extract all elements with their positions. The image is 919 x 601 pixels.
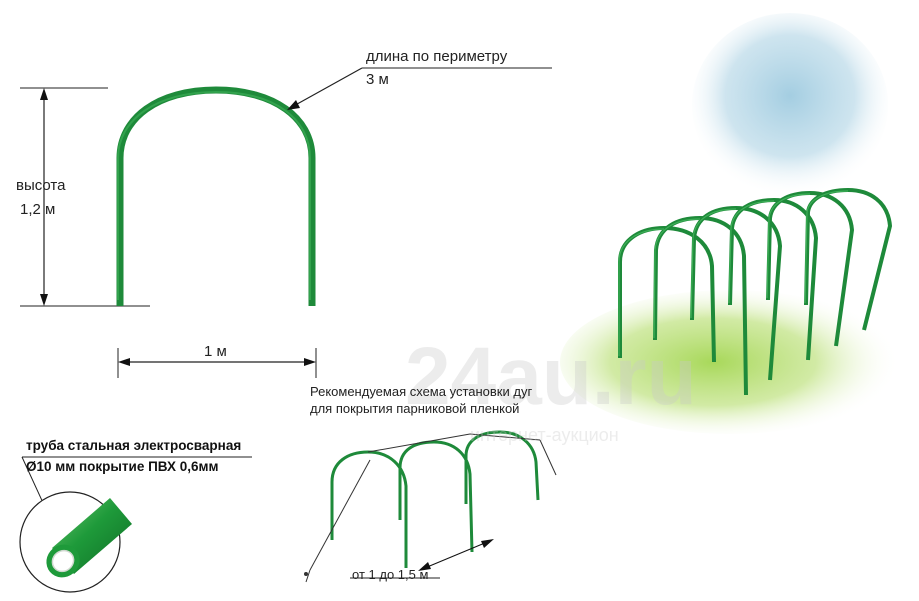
arch-tube-highlight (117, 90, 311, 300)
scheme-arches (330, 430, 540, 568)
height-value: 1,2 м (20, 201, 56, 218)
sky-circle (692, 13, 888, 197)
spacing-dimension-line (419, 539, 493, 571)
height-label: высота (16, 177, 66, 194)
watermark-small: интернет-аукцион (470, 425, 619, 445)
perimeter-leader (289, 67, 363, 109)
greenhouse-illustration (560, 13, 900, 434)
ground-stake (304, 572, 308, 576)
pipe-section-drawing (19, 456, 252, 593)
spacing-arrow-b (481, 539, 494, 548)
grass-patch (560, 290, 900, 434)
spacing-arrow-a (418, 562, 431, 571)
perimeter-arrow (287, 100, 300, 110)
width-arrow-right (304, 358, 316, 366)
scheme-strings (305, 433, 557, 583)
pipe-label-line1: труба стальная электросварная (26, 438, 242, 453)
pipe-label-line2: Ø10 мм покрытие ПВХ 0,6мм (26, 459, 219, 474)
height-arrow-bottom (40, 294, 48, 306)
scheme-caption-line1: Рекомендуемая схема установки дуг (310, 384, 533, 399)
perimeter-label: длина по периметру (366, 48, 508, 65)
height-arrow-top (40, 88, 48, 100)
installation-scheme (304, 430, 557, 583)
watermark-big: 24au.ru (405, 331, 697, 422)
pipe-tube (46, 498, 132, 578)
spacing-label: от 1 до 1,5 м (352, 567, 429, 582)
scheme-caption-line2: для покрытия парниковой пленкой (310, 401, 520, 416)
arch-tube (116, 86, 316, 306)
greenhouse-arches (618, 187, 893, 396)
main-arch-drawing (20, 67, 552, 378)
greenhouse-arches-highlight (618, 190, 849, 356)
width-arrow-left (118, 358, 130, 366)
perimeter-value: 3 м (366, 71, 389, 88)
width-value: 1 м (204, 343, 227, 360)
